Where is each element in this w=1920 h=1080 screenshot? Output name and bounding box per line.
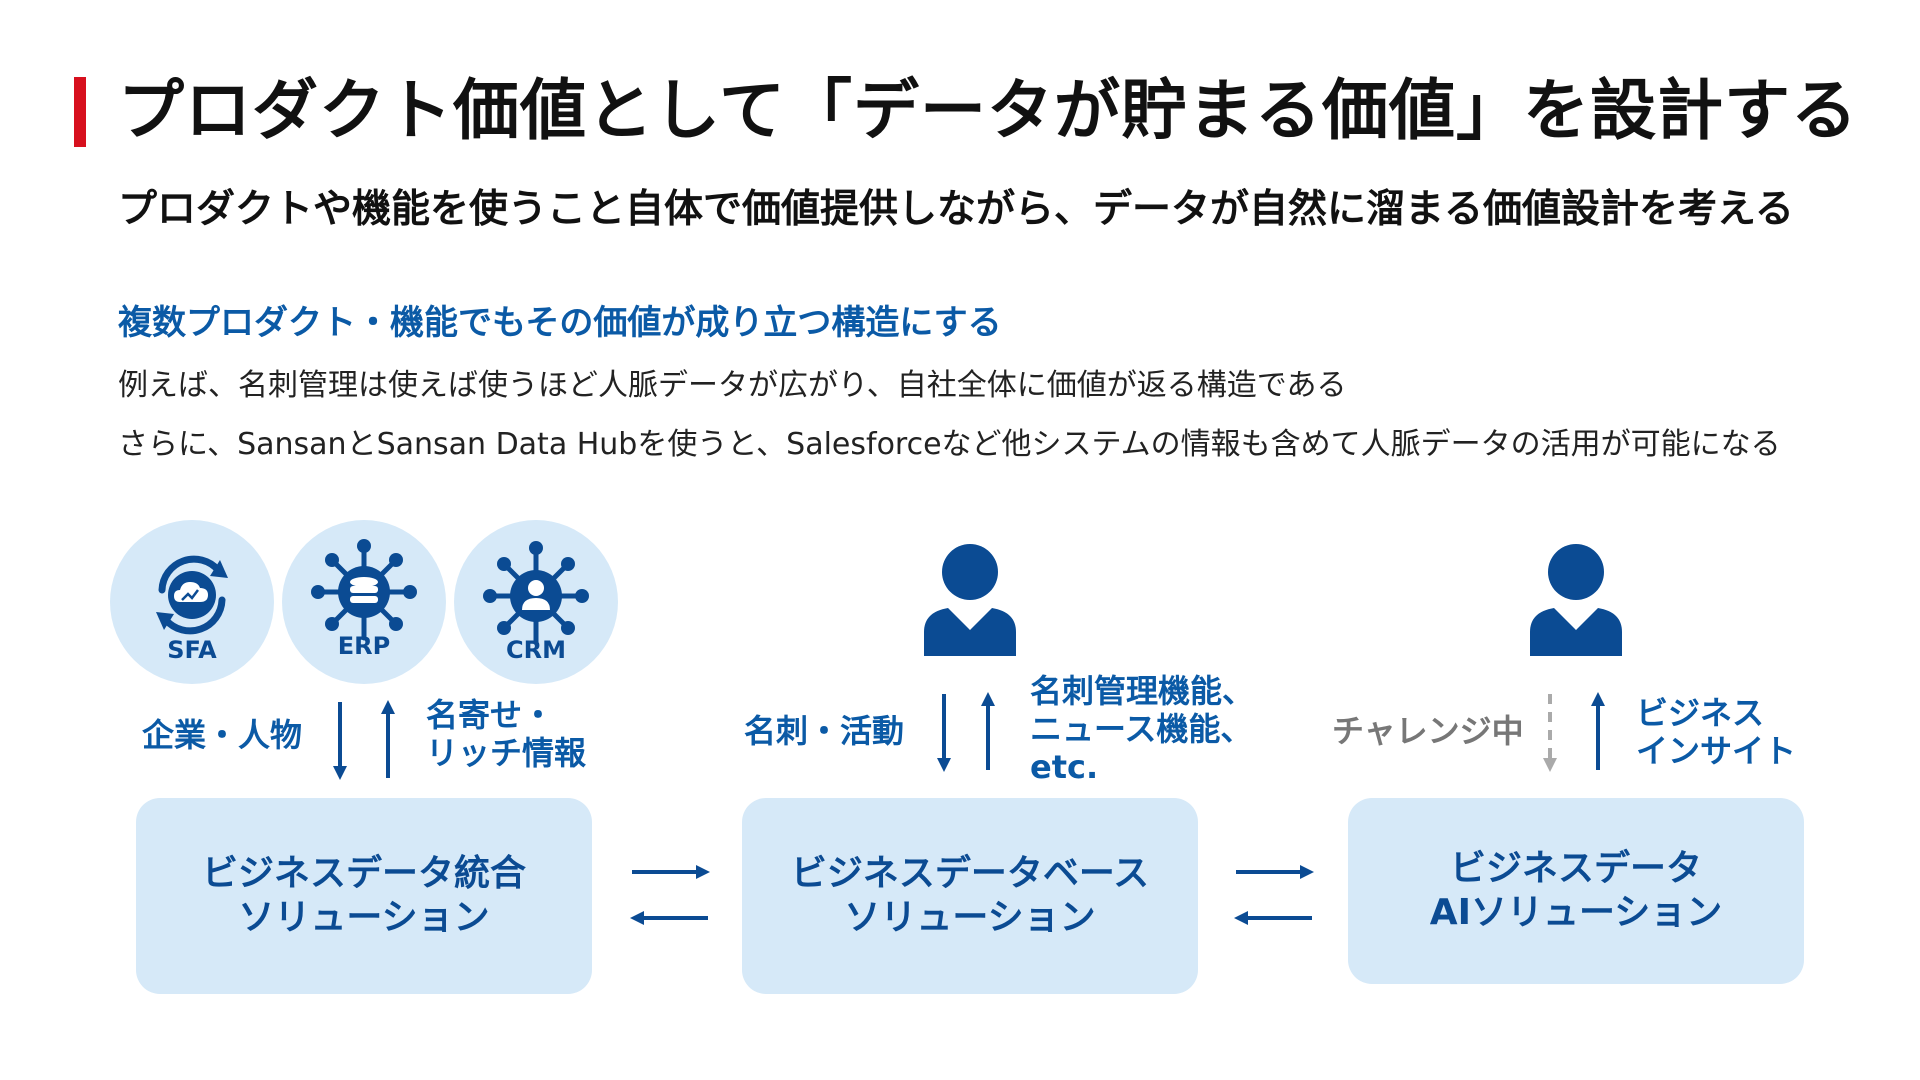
section-heading: 複数プロダクト・機能でもその価値が成り立つ構造にする [118, 303, 1002, 343]
solution-box-ai: ビジネスデータ AIソリューション [1348, 798, 1804, 984]
flow-up-label: ビジネス インサイト [1636, 694, 1796, 770]
source-circle-erp: ERP [282, 520, 446, 684]
bidirectional-vertical-arrow [937, 692, 995, 772]
flow-up-label: 名寄せ・ リッチ情報 [426, 696, 586, 772]
solution-box-integration: ビジネスデータ統合 ソリューション [136, 798, 592, 994]
solution-title: AIソリューション [1429, 892, 1723, 933]
flow-down-label-challenge: チャレンジ中 [1332, 712, 1524, 750]
bidirectional-horizontal-arrow [630, 865, 710, 925]
flow-up-label-line: ニュース機能、 [1030, 710, 1253, 748]
page-subtitle: プロダクトや機能を使うこと自体で価値提供しながら、データが自然に溜まる価値設計を… [118, 187, 1794, 232]
source-circle-sfa: SFA [110, 520, 274, 684]
page-title: プロダクト価値として「データが貯まる価値」を設計する [118, 72, 1859, 149]
solution-title: ソリューション [238, 897, 490, 938]
solution-title: ソリューション [844, 897, 1096, 938]
flow-up-label-line: 名寄せ・ [426, 696, 555, 734]
title-accent-bar [74, 77, 86, 147]
bidirectional-vertical-arrow [1543, 692, 1605, 772]
user-icon [1530, 538, 1622, 656]
source-circle-crm: CRM [454, 520, 618, 684]
bidirectional-horizontal-arrow [1234, 865, 1314, 925]
solution-box-database: ビジネスデータベース ソリューション [742, 798, 1198, 994]
sfa-cloud-icon [156, 555, 228, 635]
flow-up-label-line: ビジネス [1636, 694, 1765, 732]
body-text-line: さらに、SansanとSansan Data Hubを使うと、Salesforc… [118, 427, 1781, 462]
flow-up-label-line: etc. [1030, 748, 1099, 786]
flow-up-label-line: インサイト [1636, 732, 1797, 770]
source-label: ERP [337, 632, 391, 660]
solution-title: ビジネスデータ [1449, 848, 1702, 889]
erp-database-icon [311, 539, 417, 641]
flow-up-label-line: 名刺管理機能、 [1030, 672, 1255, 710]
bidirectional-vertical-arrow [333, 700, 395, 780]
flow-up-label: 名刺管理機能、 ニュース機能、 etc. [1030, 672, 1254, 786]
solution-title: ビジネスデータ統合 [201, 853, 526, 894]
flow-down-label: 企業・人物 [142, 716, 303, 754]
solution-title: ビジネスデータベース [790, 853, 1150, 894]
body-text-line: 例えば、名刺管理は使えば使うほど人脈データが広がり、自社全体に価値が返る構造であ… [118, 368, 1347, 403]
crm-person-icon [483, 541, 589, 645]
source-label: SFA [167, 636, 217, 664]
user-icon [924, 538, 1016, 656]
flow-up-label-line: リッチ情報 [426, 734, 587, 772]
flow-down-label: 名刺・活動 [744, 712, 905, 750]
source-label: CRM [506, 636, 566, 664]
